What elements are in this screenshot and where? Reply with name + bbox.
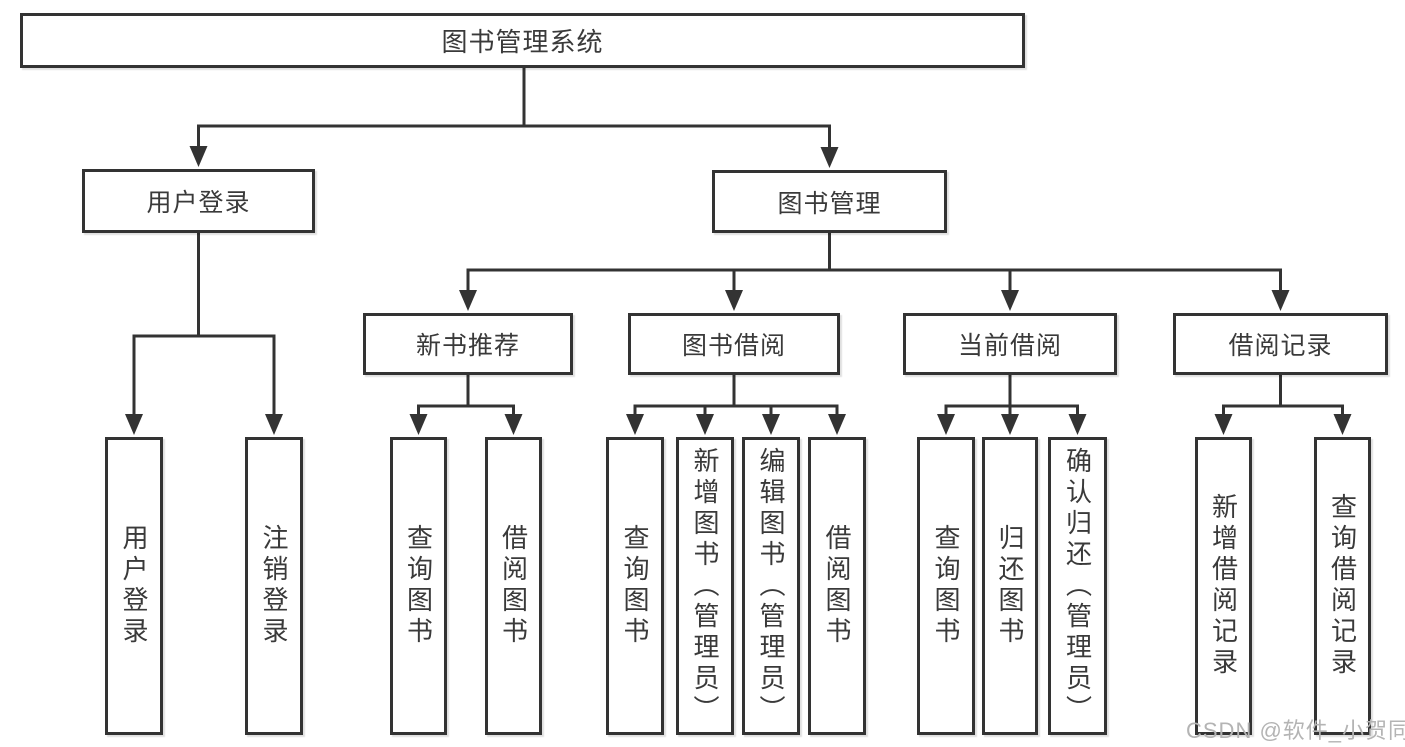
leaf-nbr-query-books: 查询图书 [390, 437, 447, 735]
leaf-label: 编辑图书（管理员） [756, 446, 786, 726]
node-root-label: 图书管理系统 [441, 27, 604, 57]
arrowhead [459, 290, 477, 311]
leaf-bb-query-books: 查询图书 [606, 437, 664, 735]
leaf-label: 查询借阅记录 [1327, 493, 1358, 679]
arrowhead [1001, 414, 1019, 435]
leaf-bb-add-books-admin: 新增图书（管理员） [676, 437, 734, 735]
arrowhead [828, 414, 846, 435]
arrowhead [265, 414, 283, 435]
node-current-borrow: 当前借阅 [903, 313, 1117, 375]
leaf-label: 用户登录 [119, 524, 149, 648]
arrowhead [1068, 414, 1087, 435]
arrowhead [1214, 414, 1233, 435]
csdn-watermark: CSDN @软件_小贺同学 [1186, 718, 1405, 743]
connector-borrow-records-children [1214, 373, 1352, 435]
leaf-label: 借阅图书 [498, 524, 529, 648]
arrowhead [1001, 290, 1019, 311]
node-book-mgmt: 图书管理 [712, 170, 947, 233]
leaf-br-add-record: 新增借阅记录 [1195, 437, 1252, 735]
node-current-borrow-label: 当前借阅 [957, 332, 1062, 360]
connector-current-borrow-children [937, 373, 1087, 435]
leaf-label: 借阅图书 [822, 524, 852, 648]
connector-book-mgmt-to-level3 [459, 231, 1290, 311]
leaf-label: 新增借阅记录 [1208, 493, 1239, 679]
arrowhead [125, 414, 143, 435]
leaf-label: 确认归还（管理员） [1062, 446, 1093, 726]
arrowhead [189, 146, 208, 167]
leaf-nbr-borrow-books: 借阅图书 [485, 437, 542, 735]
node-book-mgmt-label: 图书管理 [777, 189, 882, 218]
node-user-login-label: 用户登录 [146, 189, 251, 217]
node-borrow-records: 借阅记录 [1173, 313, 1388, 375]
arrowhead [504, 414, 523, 435]
arrowhead [409, 414, 428, 435]
leaf-br-query-record: 查询借阅记录 [1314, 437, 1371, 735]
node-borrow-records-label: 借阅记录 [1228, 332, 1333, 360]
node-book-borrow: 图书借阅 [628, 313, 840, 375]
arrowhead [762, 414, 780, 435]
arrowhead [1271, 290, 1290, 311]
arrowhead [696, 414, 714, 435]
leaf-label: 归还图书 [995, 524, 1025, 648]
leaf-bb-borrow-books: 借阅图书 [808, 437, 866, 735]
arrowhead [725, 290, 743, 311]
leaf-label: 注销登录 [259, 524, 289, 648]
node-new-book-rec-label: 新书推荐 [415, 332, 520, 360]
leaf-cb-return-books: 归还图书 [982, 437, 1038, 735]
connector-user-login-children [125, 231, 283, 435]
connector-root-to-level2 [189, 66, 839, 168]
node-root: 图书管理系统 [20, 13, 1025, 68]
arrowhead [626, 414, 644, 435]
connector-book-borrow-children [626, 373, 846, 435]
arrowhead [1333, 414, 1352, 435]
leaf-label: 查询图书 [620, 524, 650, 648]
leaf-bb-edit-books-admin: 编辑图书（管理员） [742, 437, 800, 735]
node-book-borrow-label: 图书借阅 [681, 332, 786, 360]
leaf-cb-query-books: 查询图书 [917, 437, 975, 735]
leaf-cb-confirm-return-admin: 确认归还（管理员） [1048, 437, 1107, 735]
node-user-login: 用户登录 [82, 169, 315, 233]
leaf-label: 查询图书 [403, 524, 434, 648]
node-new-book-rec: 新书推荐 [363, 313, 573, 375]
leaf-logout: 注销登录 [245, 437, 303, 735]
arrowhead [937, 414, 955, 435]
leaf-label: 新增图书（管理员） [690, 446, 720, 726]
leaf-label: 查询图书 [931, 524, 961, 648]
connector-new-book-rec-children [409, 373, 523, 435]
leaf-user-login: 用户登录 [105, 437, 163, 735]
arrowhead [820, 147, 839, 168]
